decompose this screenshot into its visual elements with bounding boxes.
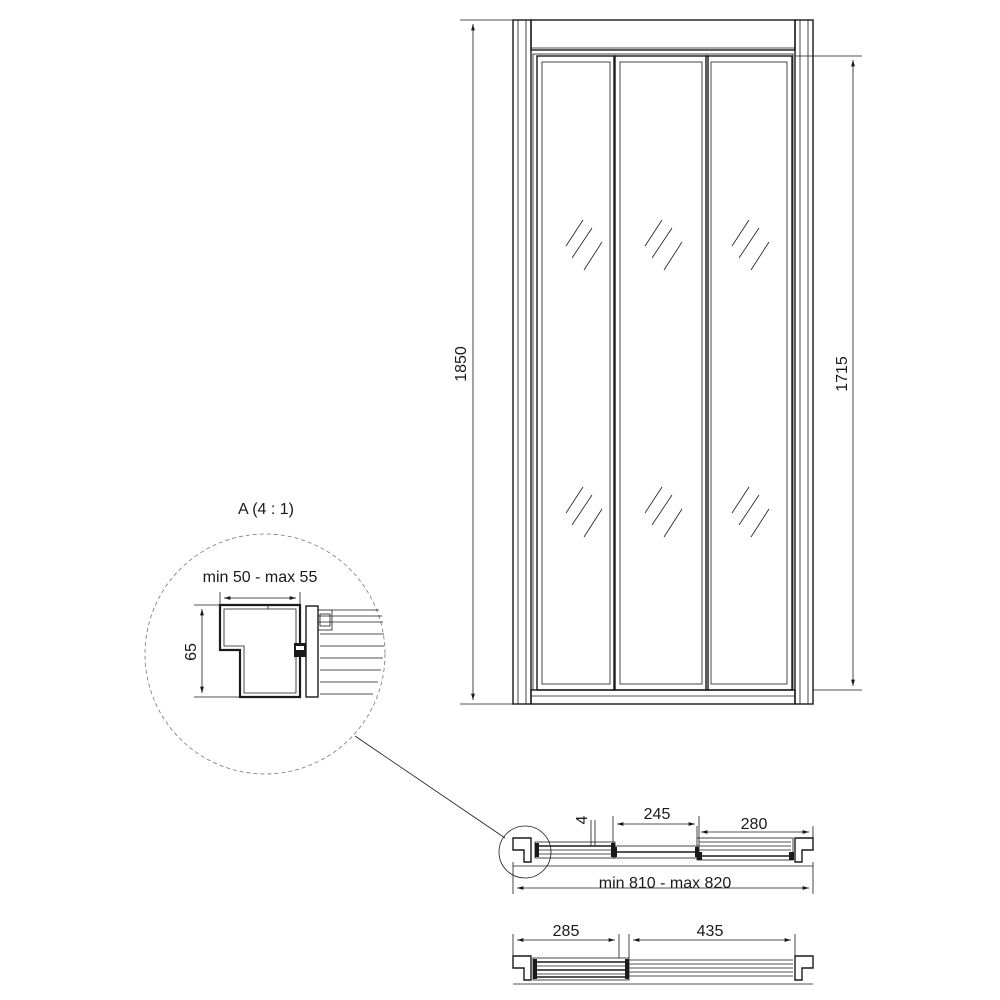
door-panel-right bbox=[705, 55, 793, 691]
glass-reflection-marks bbox=[565, 219, 770, 538]
dim-stacked-width: 285 bbox=[512, 923, 620, 958]
stacked-panels bbox=[532, 957, 630, 981]
plan-view-open: 285 435 bbox=[512, 923, 814, 985]
detail-leader-line bbox=[354, 735, 506, 839]
plan-view-closed: 4 245 280 min 810 - max 820 bbox=[498, 806, 814, 894]
profile-height-label: 65 bbox=[183, 643, 200, 661]
panel-step-label: 245 bbox=[644, 806, 671, 823]
detail-callout-circle bbox=[498, 825, 552, 879]
dim-clear-passage: 435 bbox=[628, 923, 796, 958]
door-profile-section bbox=[305, 605, 319, 698]
overall-height-label: 1850 bbox=[453, 346, 470, 382]
dim-panel-step-2: 280 bbox=[696, 816, 814, 838]
gap-label: 4 bbox=[574, 815, 591, 824]
right-wall-profile bbox=[794, 19, 814, 705]
door-panel-left bbox=[536, 55, 616, 691]
detail-title: A (4 : 1) bbox=[238, 501, 294, 518]
dim-profile-width: min 50 - max 55 bbox=[203, 569, 318, 605]
front-view: 1850 1715 bbox=[453, 19, 862, 705]
dim-profile-height: 65 bbox=[183, 604, 240, 698]
dim-gap: 4 bbox=[574, 815, 596, 846]
stacked-width-label: 285 bbox=[553, 923, 580, 940]
wall-profile-section bbox=[218, 603, 302, 699]
top-rail bbox=[530, 19, 796, 51]
panel-step-2-label: 280 bbox=[741, 816, 768, 833]
closed-panel-middle bbox=[612, 845, 700, 859]
bottom-rail bbox=[530, 689, 796, 705]
door-panel-middle bbox=[613, 55, 709, 691]
door-height-label: 1715 bbox=[834, 356, 851, 392]
dim-opening-range: min 810 - max 820 bbox=[512, 862, 814, 894]
opening-range-label: min 810 - max 820 bbox=[599, 875, 732, 892]
left-wall-profile bbox=[512, 19, 532, 705]
detail-a: A (4 : 1) min 50 - m bbox=[144, 501, 506, 839]
detail-circle bbox=[144, 533, 386, 775]
clear-passage-label: 435 bbox=[697, 923, 724, 940]
dim-door-height: 1715 bbox=[795, 55, 862, 691]
closed-panel-right bbox=[696, 837, 794, 861]
closed-panel-left bbox=[534, 841, 616, 859]
dim-overall-height: 1850 bbox=[453, 19, 513, 705]
dim-panel-step: 245 bbox=[612, 806, 700, 846]
width-range-label: min 50 - max 55 bbox=[203, 569, 318, 586]
